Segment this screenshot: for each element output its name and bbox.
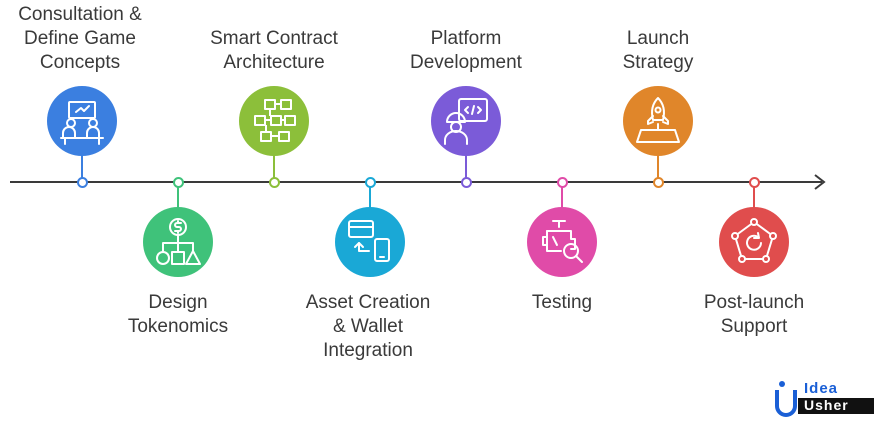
step-dot <box>269 177 280 188</box>
step-circle-smart-contract <box>239 86 309 156</box>
flowchart-icon <box>254 99 296 142</box>
step-circle-consultation <box>47 86 117 156</box>
idea-usher-logo: Idea Usher <box>772 378 876 420</box>
logo-mark-icon <box>775 381 874 417</box>
testing-icon <box>542 220 583 263</box>
step-dot <box>461 177 472 188</box>
tokenomics-icon <box>156 218 201 265</box>
step-stem <box>273 150 275 178</box>
step-stem <box>753 186 755 210</box>
support-icon <box>731 218 777 263</box>
step-stem <box>657 150 659 178</box>
developer-icon <box>444 98 488 145</box>
step-stem <box>369 186 371 210</box>
logo-text-idea: Idea <box>804 380 839 397</box>
logo-text-usher: Usher <box>804 397 849 413</box>
step-dot <box>653 177 664 188</box>
step-stem <box>81 150 83 178</box>
wallet-transfer-icon <box>348 220 390 262</box>
step-dot <box>77 177 88 188</box>
step-circle-platform-development <box>431 86 501 156</box>
step-circle-asset-creation <box>335 207 405 277</box>
step-label-testing: Testing <box>531 292 593 313</box>
meeting-icon <box>60 101 104 145</box>
arrow-head-icon <box>814 174 826 190</box>
step-circle-tokenomics <box>143 207 213 277</box>
step-circle-launch-strategy <box>623 86 693 156</box>
step-stem <box>561 186 563 210</box>
step-circle-testing <box>527 207 597 277</box>
step-circle-post-launch <box>719 207 789 277</box>
step-stem <box>465 150 467 178</box>
step-stem <box>177 186 179 210</box>
rocket-icon <box>636 97 680 143</box>
